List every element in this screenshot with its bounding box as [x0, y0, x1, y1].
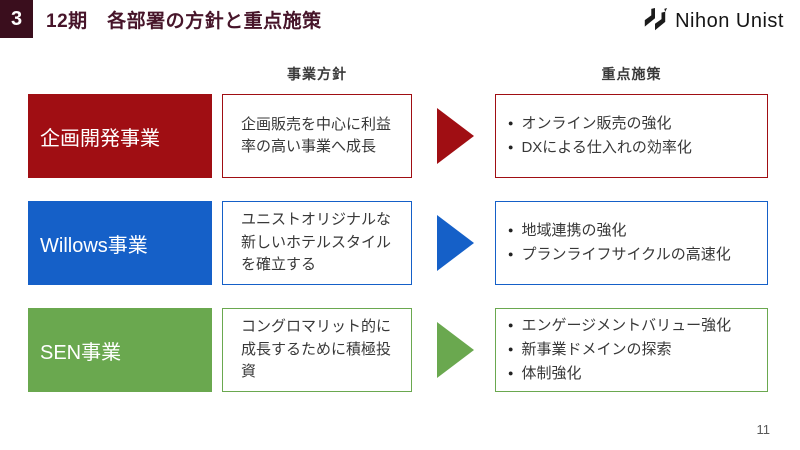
right-arrow-icon — [437, 215, 474, 271]
measure-item: 新事業ドメインの探索 — [508, 338, 755, 362]
measure-item: エンゲージメントバリュー強化 — [508, 314, 755, 338]
page-title: 12期 各部署の方針と重点施策 — [46, 10, 322, 32]
row-sen: SEN事業 コングロマリット的に成長するために積極投資 エンゲージメントバリュー… — [0, 308, 800, 392]
policy-box: コングロマリット的に成長するために積極投資 — [222, 308, 412, 392]
division-label: 企画開発事業 — [28, 94, 212, 178]
division-label: SEN事業 — [28, 308, 212, 392]
right-arrow-icon — [437, 108, 474, 164]
column-header-measures: 重点施策 — [601, 66, 662, 82]
measures-box: エンゲージメントバリュー強化 新事業ドメインの探索 体制強化 — [495, 308, 768, 392]
division-label: Willows事業 — [28, 201, 212, 285]
measure-item: DXによる仕入れの効率化 — [508, 136, 755, 160]
policy-box: 企画販売を中心に利益率の高い事業へ成長 — [222, 94, 412, 178]
measure-item: プランライフサイクルの高速化 — [508, 243, 755, 267]
measures-box: 地域連携の強化 プランライフサイクルの高速化 — [495, 201, 768, 285]
right-arrow-icon — [437, 322, 474, 378]
policy-text: コングロマリット的に成長するために積極投資 — [241, 318, 392, 381]
measure-item: オンライン販売の強化 — [508, 112, 755, 136]
row-planning-development: 企画開発事業 企画販売を中心に利益率の高い事業へ成長 オンライン販売の強化 DX… — [0, 94, 800, 178]
measures-box: オンライン販売の強化 DXによる仕入れの効率化 — [495, 94, 768, 178]
company-logo: Nihon Unist — [642, 8, 784, 34]
measure-item: 地域連携の強化 — [508, 219, 755, 243]
policy-text: 企画販売を中心に利益率の高い事業へ成長 — [241, 115, 392, 156]
policy-text: ユニストオリジナルな新しいホテルスタイルを確立する — [241, 211, 392, 274]
row-willows: Willows事業 ユニストオリジナルな新しいホテルスタイルを確立する 地域連携… — [0, 201, 800, 285]
page-number: 11 — [756, 422, 771, 437]
column-header-policy: 事業方針 — [287, 66, 347, 82]
measure-item: 体制強化 — [508, 362, 755, 386]
nihon-unist-logo-icon — [642, 8, 668, 34]
policy-box: ユニストオリジナルな新しいホテルスタイルを確立する — [222, 201, 412, 285]
slide-number-badge: 3 — [0, 0, 33, 38]
logo-text: Nihon Unist — [675, 9, 784, 32]
